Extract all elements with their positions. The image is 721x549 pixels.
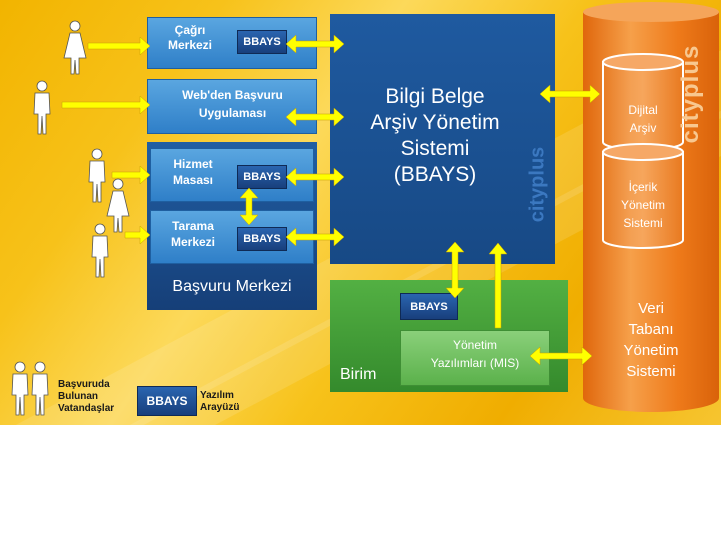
- db-management-label: Veri Tabanı Yönetim Sistemi: [623, 300, 679, 380]
- connections: [11, 20, 601, 416]
- scan-center-label: Tarama Merkezi: [170, 219, 216, 249]
- mis-label: Yönetim Yazılımları (MIS): [430, 338, 520, 370]
- legend-citizen-icon: [11, 361, 29, 416]
- mis-box: [400, 330, 550, 386]
- bbays-tag-call: BBAYS: [237, 30, 287, 54]
- main-system-box: [330, 14, 555, 264]
- legend-bbays-tag: BBAYS: [137, 386, 197, 416]
- citizen-icon: [91, 223, 109, 278]
- legend-citizen-icon: [31, 361, 49, 416]
- web-app-box: [147, 79, 317, 134]
- legend-citizens-label: Başvuruda Bulunan Vatandaşlar: [58, 379, 115, 414]
- citizen-icon: [88, 148, 106, 203]
- help-desk-label: Hizmet Masası: [172, 157, 214, 187]
- database-cylinder: [583, 2, 719, 412]
- main-system-label: Bilgi Belge Arşiv Yönetim Sistemi (BBAYS…: [370, 85, 500, 186]
- unit-label: Birim: [340, 366, 377, 383]
- content-management-label: İçerik Yönetim Sistemi: [620, 180, 666, 230]
- citizen-icon: [106, 178, 130, 233]
- application-center-label: Başvuru Merkezi: [172, 278, 292, 295]
- citizen-icon: [33, 80, 51, 135]
- call-center-label: Çağrı Merkezi: [167, 23, 213, 52]
- citizen-icon: [63, 20, 87, 75]
- digital-archive-label: Dijital Arşiv: [628, 103, 658, 135]
- legend-software-interface-label: Yazılım Arayüzü: [200, 390, 240, 413]
- bbays-tag-unit: BBAYS: [400, 293, 458, 320]
- web-app-label: Web'den Başvuru Uygulaması: [182, 88, 283, 120]
- bbays-tag-help: BBAYS: [237, 165, 287, 189]
- bbays-tag-scan: BBAYS: [237, 227, 287, 251]
